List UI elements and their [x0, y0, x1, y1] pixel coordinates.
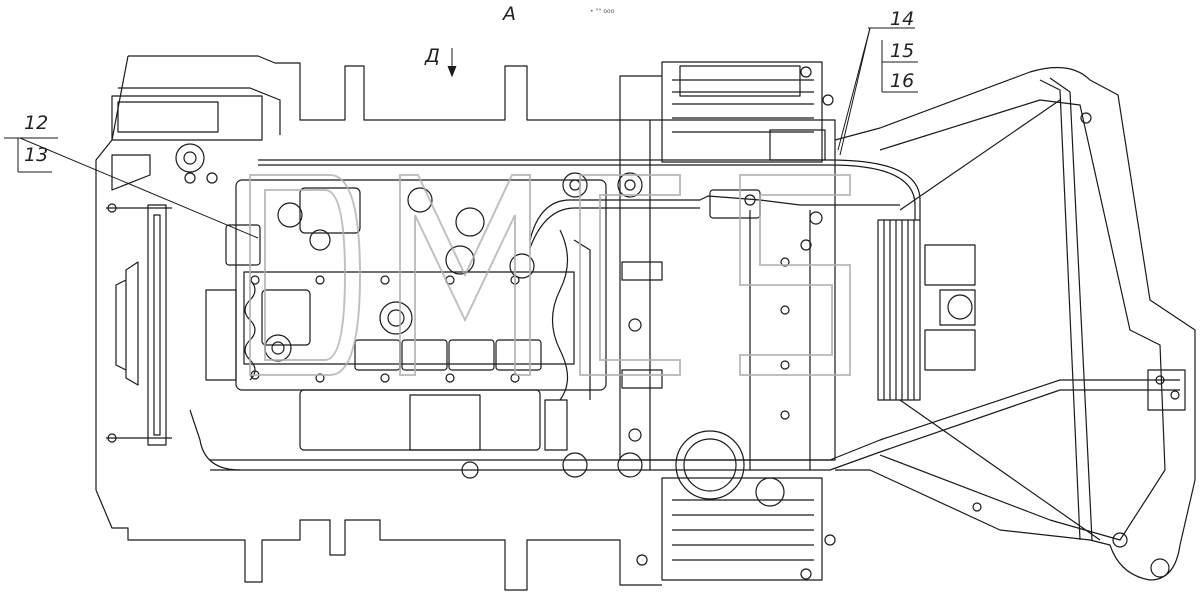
- callout-14: 14: [890, 8, 915, 30]
- callout-13: 13: [24, 144, 49, 166]
- radiator-left: [147, 204, 167, 446]
- watermark-text: [249, 174, 851, 376]
- gearbox-housing: [619, 119, 836, 461]
- view-label-a: А: [503, 3, 516, 25]
- chassis-outline: [95, 55, 662, 591]
- pipe-lower: [210, 379, 1180, 471]
- corner-note: • °° ooo: [590, 8, 615, 15]
- callout-15: 15: [890, 40, 915, 62]
- callout-16: 16: [890, 70, 915, 92]
- callout-12: 12: [24, 112, 49, 134]
- fan-hub: [115, 261, 139, 386]
- direction-label: Д: [425, 45, 440, 67]
- rear-frame: [834, 66, 1196, 581]
- cooler-grid: [877, 219, 921, 401]
- leader-14-16: [837, 27, 871, 151]
- air-intake-box: [111, 95, 263, 141]
- pipe-upper: [258, 159, 921, 220]
- leader-12-13: [19, 137, 259, 239]
